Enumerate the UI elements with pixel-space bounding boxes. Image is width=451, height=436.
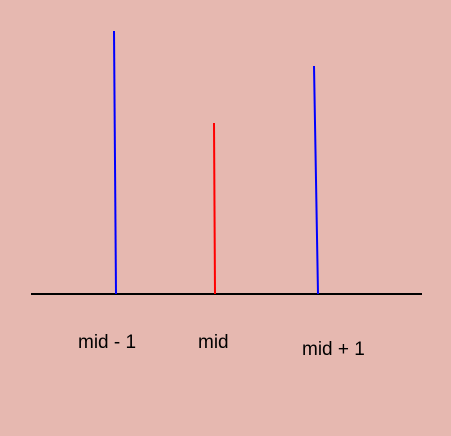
label-mid: mid (198, 332, 229, 353)
bar-mid-plus-1 (313, 65, 319, 295)
bar-mid-minus-1 (113, 30, 117, 295)
label-mid-plus-1: mid + 1 (302, 339, 365, 360)
label-mid-minus-1: mid - 1 (78, 332, 137, 353)
bar-mid (213, 122, 216, 295)
